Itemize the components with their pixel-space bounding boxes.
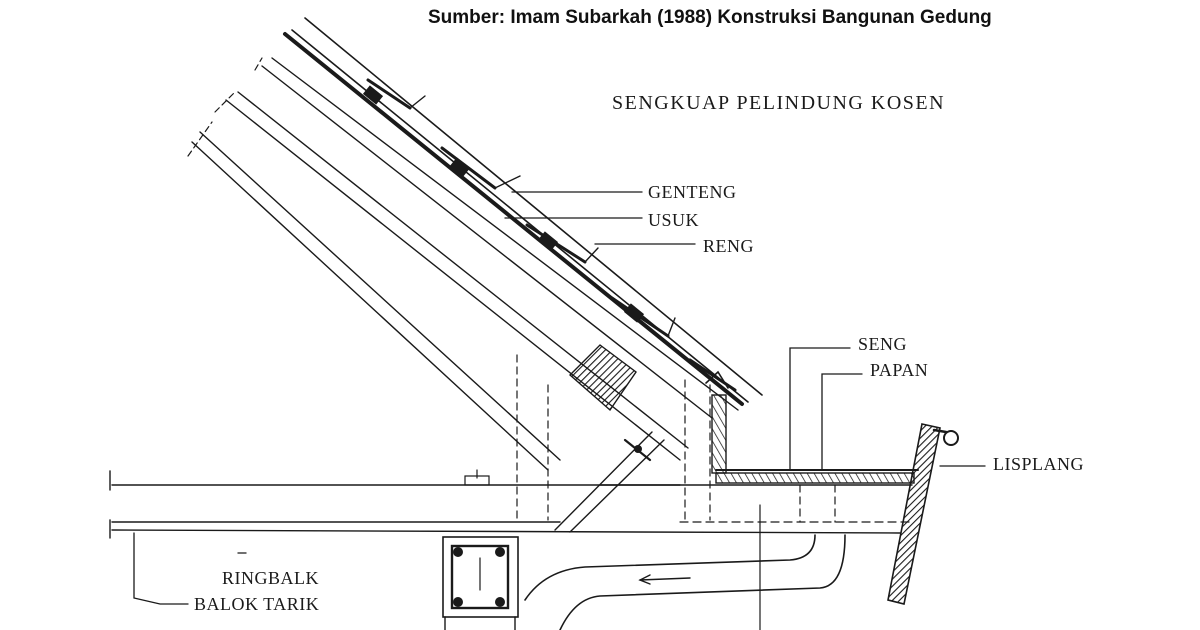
label-usuk: USUK: [648, 210, 700, 230]
label-papan: PAPAN: [870, 360, 929, 380]
purlin-block: [568, 344, 637, 412]
label-lisplang: LISPLANG: [993, 454, 1085, 474]
leader-lines: [133, 191, 986, 605]
downspout-pipe: [524, 504, 846, 630]
fascia-plank: [705, 370, 729, 474]
vertical-posts: [516, 354, 836, 523]
label-reng: RENG: [703, 236, 754, 256]
rafter-usuk: [254, 57, 739, 419]
tie-beam-balok-tarik: [109, 469, 913, 539]
lisplang-board: [887, 423, 959, 605]
ring-beam-ringbalk: [442, 536, 519, 630]
diagram-title: SENGKUAP PELINDUNG KOSEN: [612, 92, 946, 114]
roof-batten-reng: [283, 32, 744, 406]
gutter-seng-papan: [715, 469, 919, 484]
label-balok-tarik: BALOK TARIK: [194, 594, 320, 614]
label-seng: SENG: [858, 334, 908, 354]
source-citation: Sumber: Imam Subarkah (1988) Konstruksi …: [428, 7, 992, 28]
diagonal-strut: [554, 431, 665, 533]
label-genteng: GENTENG: [648, 182, 737, 202]
label-ringbalk: RINGBALK: [222, 568, 319, 588]
